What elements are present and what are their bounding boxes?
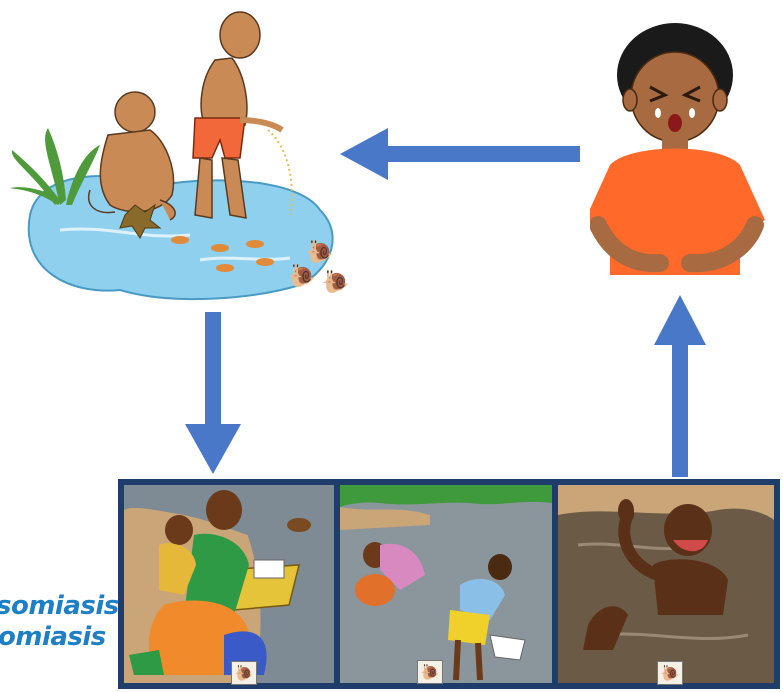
sick-child bbox=[590, 15, 783, 285]
snail-icon: 🐌 bbox=[322, 270, 349, 295]
arrow-icon bbox=[340, 128, 580, 182]
panel-swimming bbox=[558, 485, 774, 683]
panel-washing bbox=[124, 485, 334, 683]
arrow-icon bbox=[654, 295, 706, 477]
panel-fetching-water bbox=[340, 485, 552, 683]
snail-icon: 🐌 bbox=[231, 661, 257, 685]
snail-icon: 🐌 bbox=[288, 264, 315, 289]
snail-icon: 🐌 bbox=[306, 240, 333, 265]
snail-icon: 🐌 bbox=[657, 661, 683, 685]
label-line-1: somiasis bbox=[0, 591, 119, 621]
arrow-icon bbox=[185, 312, 241, 474]
label-line-2: omiasis bbox=[0, 622, 106, 652]
activity-panels bbox=[118, 479, 780, 689]
snail-icon: 🐌 bbox=[417, 660, 443, 684]
